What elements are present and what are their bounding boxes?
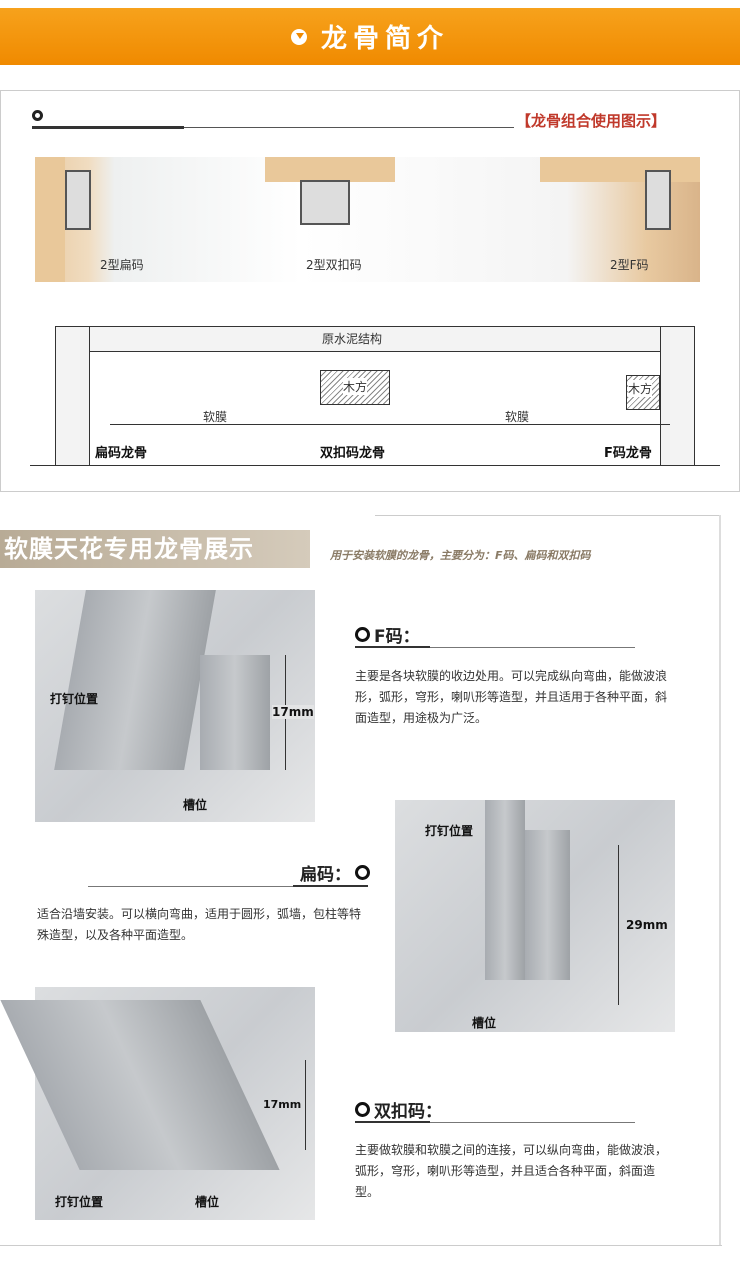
membrane-label: 软膜	[203, 410, 228, 424]
flat-profile-shape	[485, 800, 525, 980]
left-wall	[55, 326, 90, 466]
membrane-label: 软膜	[505, 410, 530, 424]
photo-label: 2型F码	[610, 258, 649, 272]
profile-label: F码龙骨	[604, 446, 652, 461]
header-title: 龙骨简介	[320, 24, 449, 54]
wood-panel	[35, 157, 65, 282]
double-profile	[300, 180, 350, 225]
dimension-label: 17mm	[263, 1098, 302, 1111]
wood-panel	[265, 157, 395, 182]
divider	[88, 886, 293, 887]
slot-label: 槽位	[472, 1016, 497, 1030]
flat-profile-shape	[525, 830, 570, 980]
f-title: F码：	[374, 627, 420, 647]
bullet-icon	[32, 110, 43, 121]
divider	[355, 1121, 430, 1123]
nail-label: 打钉位置	[55, 1195, 104, 1209]
wood-label: 木方	[628, 380, 653, 397]
f-description: 主要是各块软膜的收边处用。可以完成纵向弯曲，能做波浪形，弧形，穹形，喇叭形等造型…	[355, 669, 668, 725]
wood-label: 木方	[343, 378, 368, 395]
right-wall	[660, 326, 695, 466]
wood-panel	[540, 157, 700, 182]
divider	[375, 515, 720, 516]
divider	[430, 647, 635, 648]
double-title: 双扣码：	[374, 1102, 442, 1122]
arrow-circle-icon	[355, 865, 370, 880]
double-description: 主要做软膜和软膜之间的连接，可以纵向弯曲，能做波浪，弧形，穹形，喇叭形等造型，并…	[355, 1143, 668, 1199]
dimension-line	[305, 1060, 306, 1150]
f-heading: F码：	[355, 622, 420, 647]
divider	[430, 1122, 635, 1123]
divider	[32, 126, 184, 129]
section-banner: 软膜天花专用龙骨展示	[0, 530, 310, 568]
arrow-circle-icon	[355, 1102, 370, 1117]
ceiling-label: 原水泥结构	[322, 332, 383, 346]
arrow-circle-icon	[355, 627, 370, 642]
nail-label: 打钉位置	[425, 824, 474, 838]
dimension-line	[618, 845, 619, 1005]
flat-heading: 扁码：	[300, 860, 370, 885]
slot-label: 槽位	[195, 1195, 220, 1209]
flat-title: 扁码：	[300, 865, 351, 885]
divider	[355, 646, 430, 648]
section-header: 龙骨简介	[0, 8, 740, 65]
double-heading: 双扣码：	[355, 1097, 442, 1122]
divider	[293, 885, 368, 887]
photo-label: 2型扁码	[100, 258, 144, 272]
arrow-down-circle-icon	[290, 28, 307, 45]
slot-label: 槽位	[183, 798, 208, 812]
concrete-ceiling	[55, 326, 695, 352]
divider	[184, 127, 514, 128]
profile-label: 扁码龙骨	[95, 446, 148, 461]
divider	[0, 1245, 722, 1246]
flat-profile	[65, 170, 91, 230]
f-profile	[645, 170, 671, 230]
dimension-label: 17mm	[272, 705, 314, 719]
diagram-caption: 【龙骨组合使用图示】	[516, 112, 667, 130]
floor-line	[30, 465, 720, 466]
photo-label: 2型双扣码	[306, 258, 362, 272]
f-profile-shape	[200, 655, 270, 770]
section-subtitle: 用于安装软膜的龙骨，主要分为：F码、扁码和双扣码	[330, 549, 591, 562]
divider	[719, 515, 721, 1245]
dimension-label: 29mm	[626, 918, 668, 932]
nail-label: 打钉位置	[50, 692, 99, 706]
flat-description: 适合沿墙安装。可以横向弯曲，适用于圆形，弧墙，包柱等特殊造型，以及各种平面造型。	[37, 907, 362, 942]
membrane-line	[110, 424, 670, 425]
combination-diagram-panel	[0, 90, 740, 492]
profile-label: 双扣码龙骨	[320, 446, 386, 461]
